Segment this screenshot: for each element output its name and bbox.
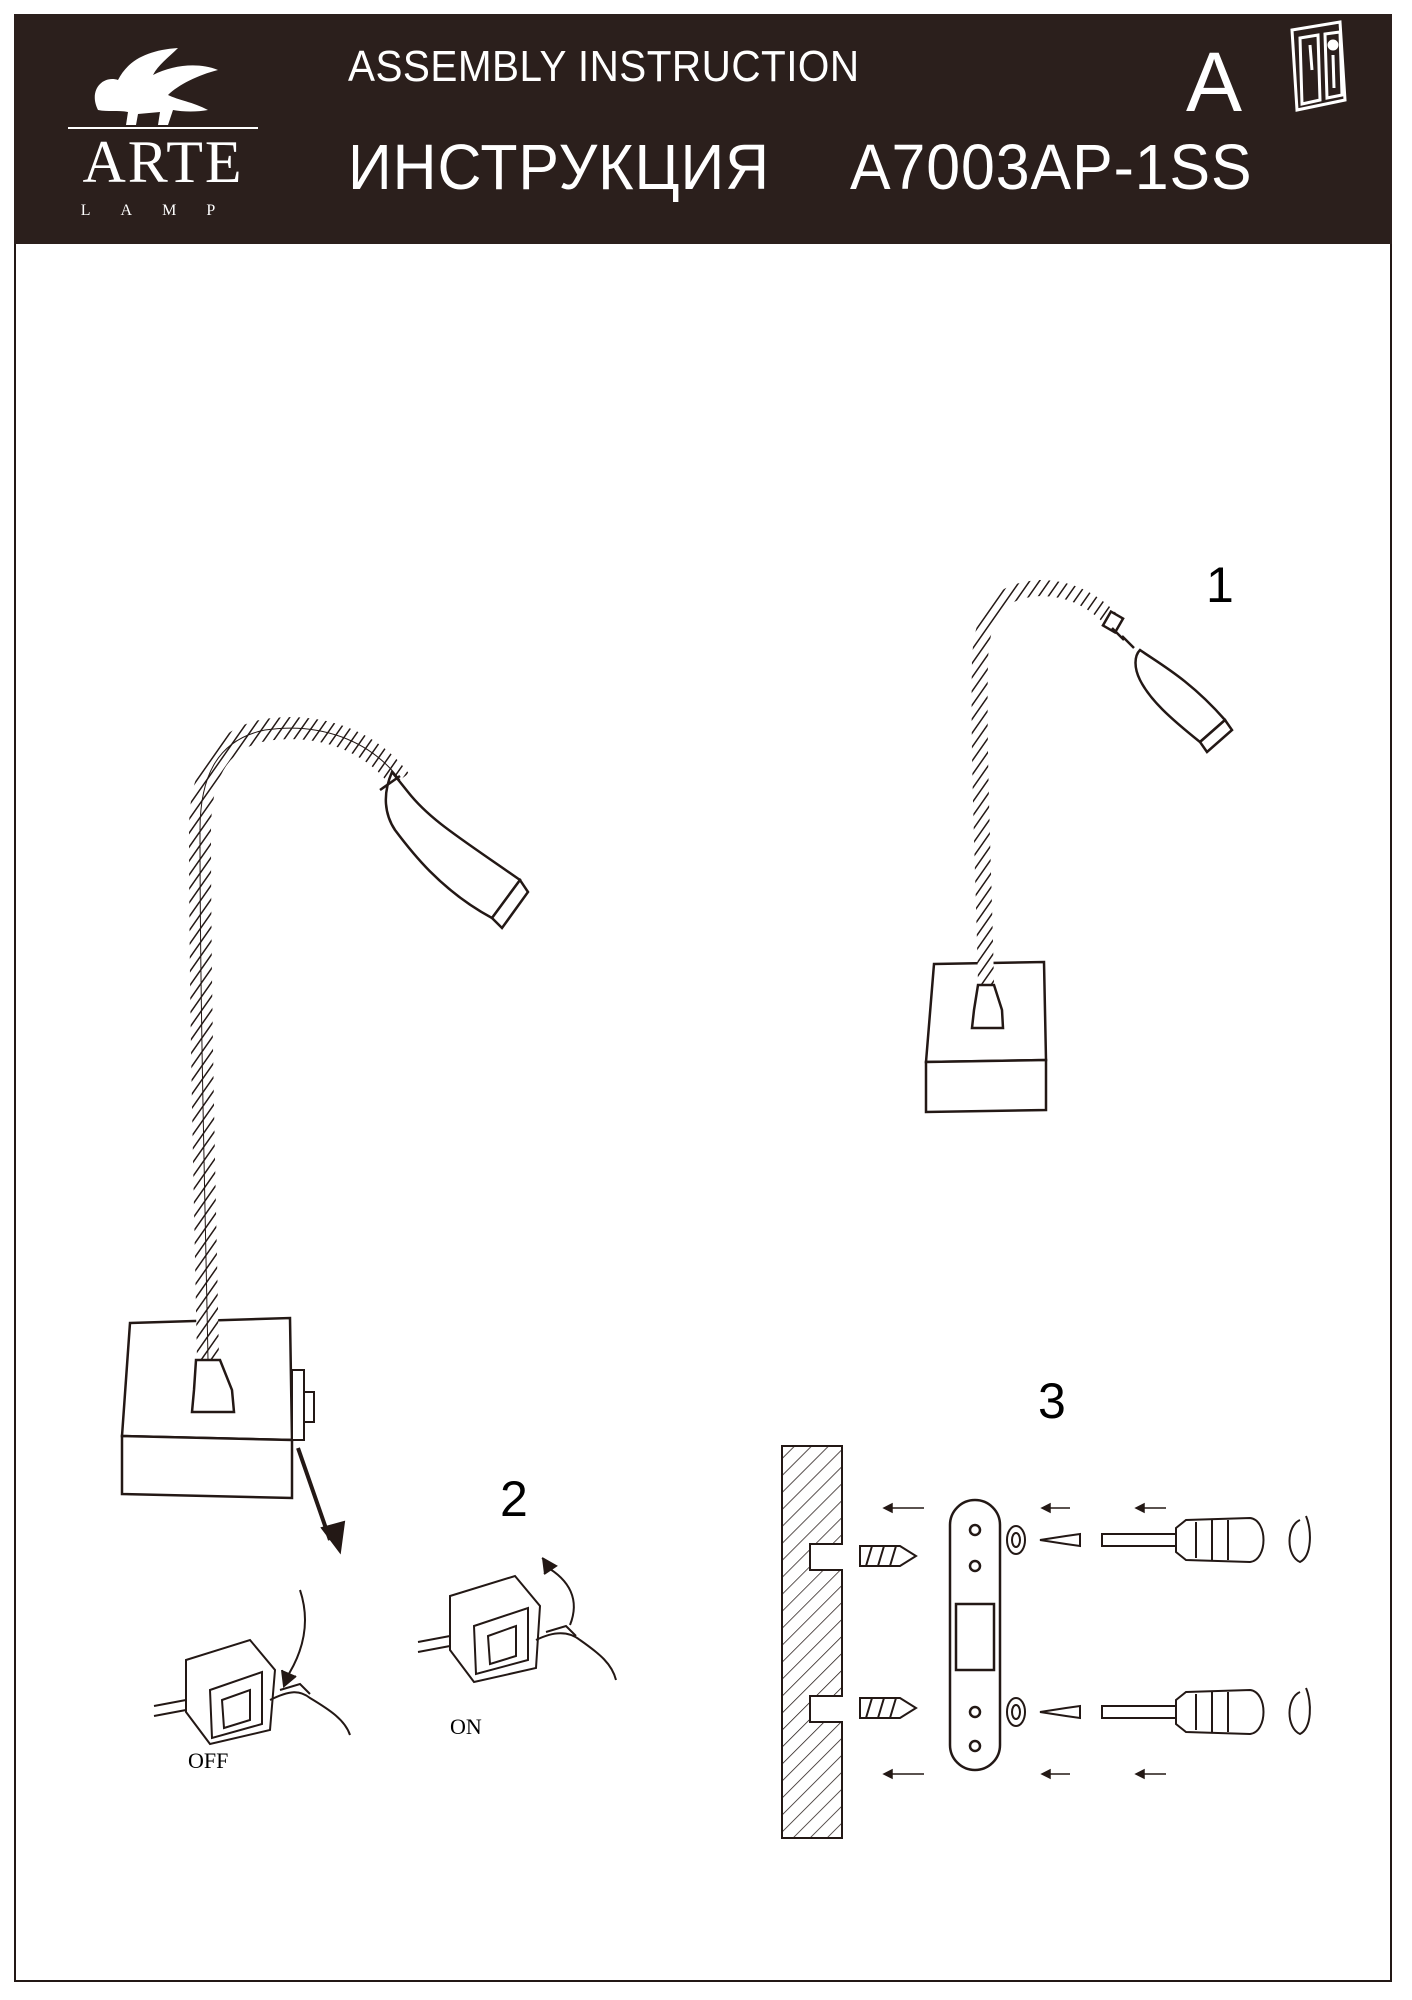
brand-name: ARTE xyxy=(82,129,244,195)
switch-off-label: OFF xyxy=(188,1748,229,1773)
step-3-number: 3 xyxy=(1038,1373,1066,1429)
step-2-number: 2 xyxy=(500,1471,528,1527)
step-1-number: 1 xyxy=(1206,557,1234,613)
griffin-logo-icon xyxy=(68,48,258,129)
model-number: A7003AP-1SS xyxy=(850,131,1253,203)
title-english: ASSEMBLY INSTRUCTION xyxy=(348,42,860,91)
page-border xyxy=(14,14,1392,1982)
brand-logo: ARTE LAMP xyxy=(58,40,268,230)
brand-subtitle: LAMP xyxy=(80,202,246,219)
switch-on-label: ON xyxy=(450,1714,482,1739)
title-russian: ИНСТРУКЦИЯ xyxy=(348,131,770,203)
section-letter: A xyxy=(1186,35,1243,129)
